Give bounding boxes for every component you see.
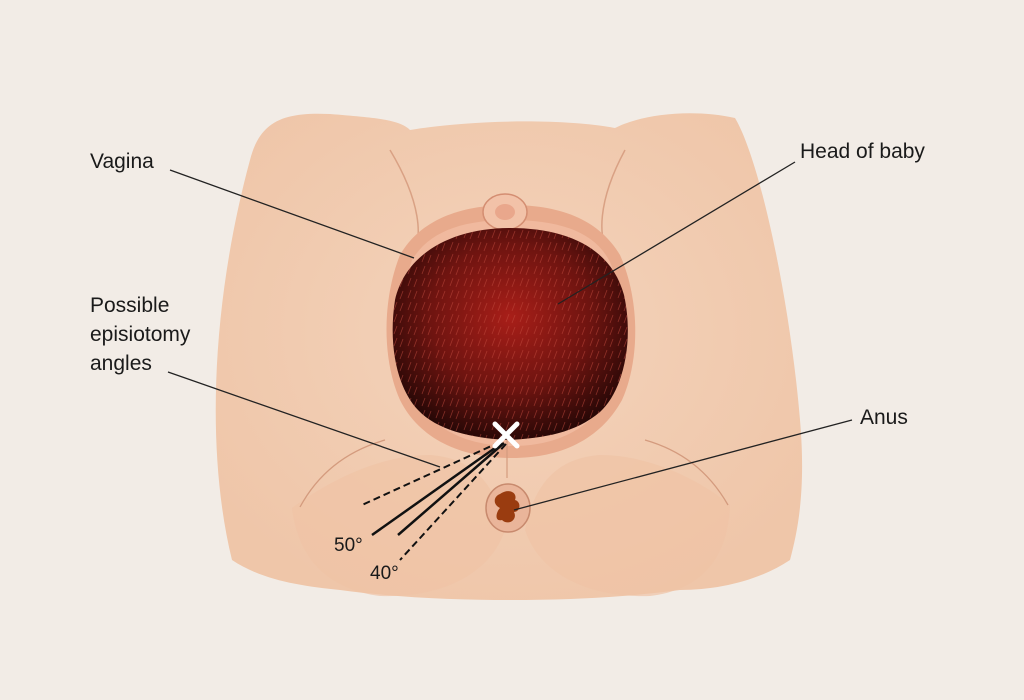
leader-head-of-baby: [557, 161, 796, 305]
cross-mark-icon: [492, 421, 520, 449]
buttock-shadow-right: [525, 455, 730, 597]
buttock-shadow-left: [292, 455, 505, 597]
label-angle-40: 40°: [370, 563, 399, 584]
angle-dashed-upper: [361, 441, 501, 506]
leader-vagina: [169, 169, 415, 259]
label-episiotomy-line1: Possible: [90, 294, 170, 317]
label-angle-50: 50°: [334, 535, 363, 556]
leader-anus: [513, 419, 853, 511]
angle-dashed-lower: [399, 443, 507, 561]
angle-solid-40: [397, 442, 505, 536]
label-head-of-baby: Head of baby: [800, 140, 925, 163]
label-episiotomy-line3: angles: [90, 352, 152, 375]
label-anus: Anus: [860, 406, 908, 429]
leader-episiotomy: [167, 371, 441, 468]
anus-inner: [494, 491, 520, 523]
label-episiotomy-line2: episiotomy: [90, 323, 191, 346]
angle-solid-50: [371, 441, 503, 537]
label-vagina: Vagina: [90, 150, 154, 173]
